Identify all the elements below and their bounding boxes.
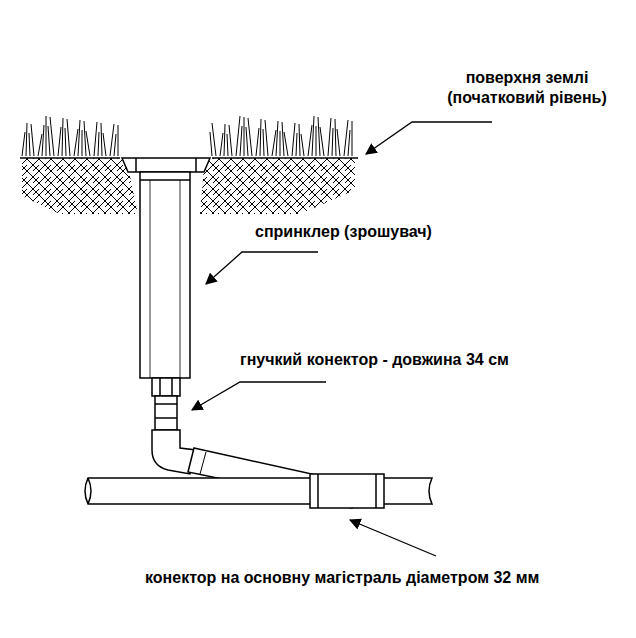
part-label: спринклер (зрошувач) <box>255 222 432 242</box>
part-label: поверхня землі (початковий рівень) <box>427 68 627 108</box>
part-label: конектор на основну магістраль діаметром… <box>145 568 539 588</box>
leader-line <box>192 122 492 556</box>
part-label: гнучкий конектор - довжина 34 см <box>240 350 509 370</box>
sprinkler-body <box>122 158 210 396</box>
grass <box>22 116 352 156</box>
main-pipe <box>85 474 432 508</box>
